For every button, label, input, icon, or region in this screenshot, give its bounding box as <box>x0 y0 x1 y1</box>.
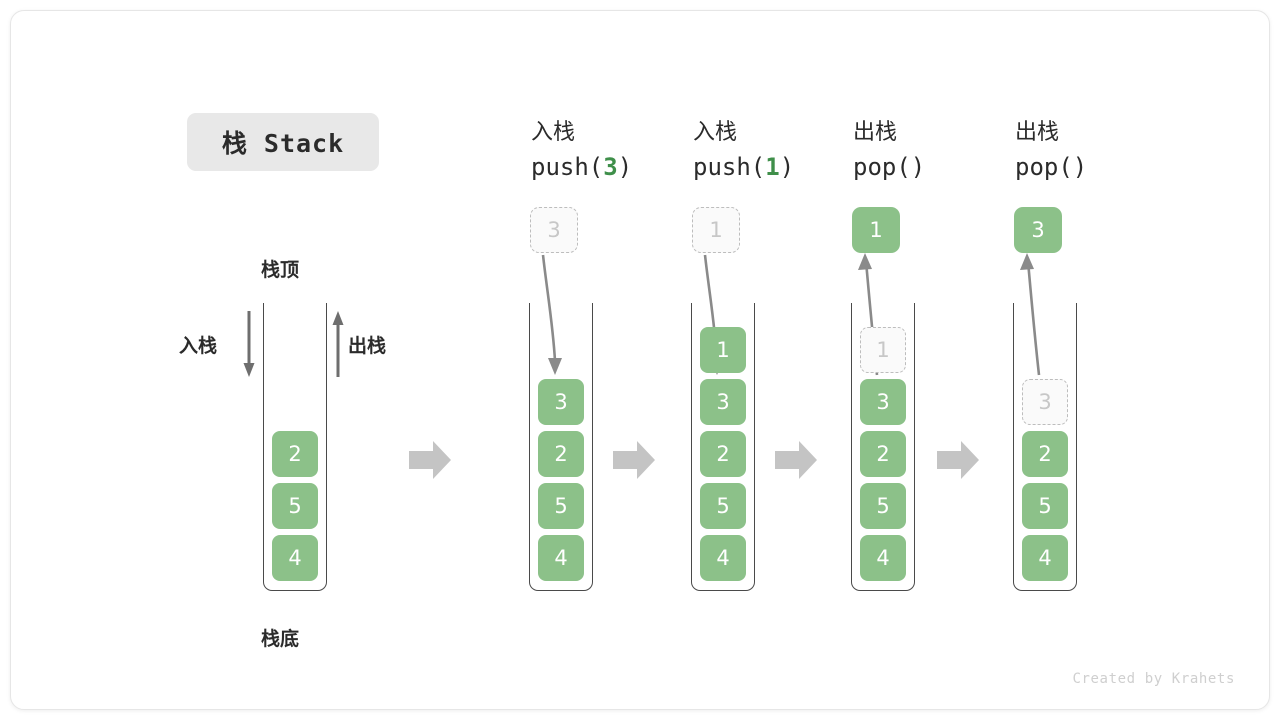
stack-cell: 4 <box>860 535 906 581</box>
incoming-value-cell: 1 <box>692 207 740 253</box>
signature-suffix: ) <box>779 152 795 181</box>
stack-cell: 5 <box>860 483 906 529</box>
stack-container-base: 2 5 4 <box>263 303 327 591</box>
stack-cell-ghost: 3 <box>1022 379 1068 425</box>
popped-value-cell: 1 <box>852 207 900 253</box>
signature-prefix: push( <box>693 152 766 181</box>
signature-prefix: pop( <box>1015 152 1073 181</box>
stack-slot-empty <box>272 379 318 425</box>
stack-slot-empty <box>538 327 584 373</box>
label-stack-top: 栈顶 <box>261 259 300 281</box>
credit-text: Created by Krahets <box>1072 671 1235 687</box>
stack-container-step-4: 3 2 5 4 <box>1013 303 1077 591</box>
stack-cell: 4 <box>1022 535 1068 581</box>
stack-cell: 2 <box>1022 431 1068 477</box>
signature-prefix: pop( <box>853 152 911 181</box>
stack-cell: 4 <box>272 535 318 581</box>
stack-cell: 5 <box>538 483 584 529</box>
operation-signature: push(1) <box>693 152 794 183</box>
step-separator-arrow-icon <box>409 441 451 479</box>
operation-signature: pop() <box>1015 152 1087 183</box>
pop-direction-arrow-icon <box>332 311 344 377</box>
signature-argument: 3 <box>603 152 618 181</box>
stack-container-step-1: 3 2 5 4 <box>529 303 593 591</box>
operation-signature: push(3) <box>531 152 632 183</box>
stack-cell: 4 <box>538 535 584 581</box>
operation-signature: pop() <box>853 152 925 183</box>
operation-name-cn: 出栈 <box>853 120 898 145</box>
signature-suffix: ) <box>910 152 926 181</box>
stack-cell: 4 <box>700 535 746 581</box>
operation-name-cn: 入栈 <box>693 120 738 145</box>
operation-header-2: 入栈 push(1) <box>693 119 794 183</box>
stack-cell: 5 <box>1022 483 1068 529</box>
signature-prefix: push( <box>531 152 604 181</box>
stack-cell: 2 <box>272 431 318 477</box>
signature-suffix: ) <box>1072 152 1088 181</box>
operation-name-cn: 入栈 <box>531 120 576 145</box>
step-separator-arrow-icon <box>937 441 979 479</box>
stack-cell: 1 <box>700 327 746 373</box>
operation-header-4: 出栈 pop() <box>1015 119 1087 183</box>
stack-container-step-3: 1 3 2 5 4 <box>851 303 915 591</box>
stack-container-step-2: 1 3 2 5 4 <box>691 303 755 591</box>
stack-cell: 3 <box>860 379 906 425</box>
signature-suffix: ) <box>617 152 633 181</box>
operation-header-1: 入栈 push(3) <box>531 119 632 183</box>
signature-argument: 1 <box>765 152 780 181</box>
stack-slot-empty <box>272 327 318 373</box>
label-stack-bottom: 栈底 <box>261 628 300 650</box>
stack-cell: 5 <box>272 483 318 529</box>
label-pop-side: 出栈 <box>348 335 387 357</box>
stack-slot-empty <box>1022 327 1068 373</box>
popped-value-cell: 3 <box>1014 207 1062 253</box>
stack-cell: 5 <box>700 483 746 529</box>
stack-cell-ghost: 1 <box>860 327 906 373</box>
stack-cell: 3 <box>538 379 584 425</box>
stack-cell: 2 <box>538 431 584 477</box>
incoming-value-cell: 3 <box>530 207 578 253</box>
push-direction-arrow-icon <box>243 311 255 377</box>
operation-header-3: 出栈 pop() <box>853 119 925 183</box>
step-separator-arrow-icon <box>613 441 655 479</box>
stack-cell: 3 <box>700 379 746 425</box>
stack-cell: 2 <box>860 431 906 477</box>
stack-cell: 2 <box>700 431 746 477</box>
operation-name-cn: 出栈 <box>1015 120 1060 145</box>
step-separator-arrow-icon <box>775 441 817 479</box>
diagram-title-chip: 栈 Stack <box>187 113 379 171</box>
label-push-side: 入栈 <box>179 335 218 357</box>
